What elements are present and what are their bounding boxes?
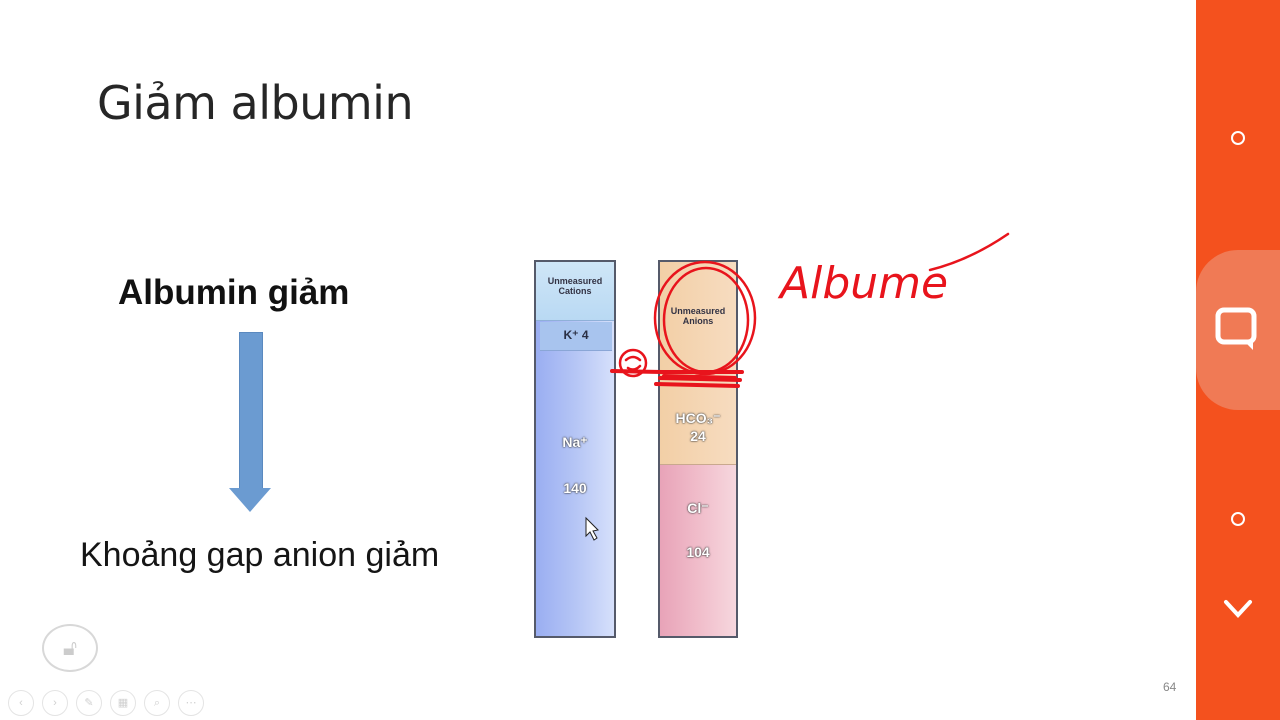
unmeasured-anions-label: Unmeasured Anions xyxy=(670,306,726,326)
albume-handwriting: Albume xyxy=(777,258,948,309)
unlock-icon[interactable]: 🔓︎ xyxy=(42,624,98,672)
more-icon[interactable]: ⋯ xyxy=(178,690,204,716)
circle-icon[interactable] xyxy=(1196,131,1280,145)
potassium-label: K⁺ 4 xyxy=(563,328,589,342)
next-icon[interactable]: › xyxy=(42,690,68,716)
unmeasured-anions-block: Unmeasured Anions HCO₃⁻ 24 xyxy=(660,262,736,465)
circle-mark-2 xyxy=(662,266,750,374)
circle-icon[interactable] xyxy=(1196,512,1280,526)
sidebar-active-highlight xyxy=(1196,250,1280,410)
slides-icon[interactable]: ▦ xyxy=(110,690,136,716)
pen-icon[interactable]: ✎ xyxy=(76,690,102,716)
zoom-icon[interactable]: ⌕ xyxy=(144,690,170,716)
anion-gap-label: Khoảng gap anion giảm xyxy=(80,536,440,574)
ink-annotation: Albume xyxy=(585,232,1010,541)
bicarbonate-value: 24 xyxy=(690,428,706,444)
strike-mark xyxy=(610,369,744,388)
circle-mark xyxy=(653,260,757,376)
down-arrow-icon xyxy=(229,488,271,512)
potassium-block: K⁺ 4 xyxy=(540,322,612,351)
mouse-cursor-icon xyxy=(585,516,600,541)
slide-title: Giảm albumin xyxy=(97,76,414,130)
chevron-down-icon[interactable] xyxy=(1223,598,1253,620)
bicarbonate-label: HCO₃⁻ xyxy=(675,410,721,426)
albumin-decrease-label: Albumin giảm xyxy=(118,273,350,312)
anion-column: Unmeasured Anions HCO₃⁻ 24 Cl⁻ 104 xyxy=(658,260,738,638)
chloride-value: 104 xyxy=(686,544,710,560)
sodium-label: Na⁺ xyxy=(562,434,588,450)
chloride-label: Cl⁻ xyxy=(687,500,709,516)
small-circle-mark xyxy=(618,348,648,378)
page-number: 64 xyxy=(1163,680,1177,694)
chat-icon[interactable] xyxy=(1213,306,1263,352)
slide-canvas: Giảm albumin Albumin giảm Khoảng gap ani… xyxy=(8,76,1177,716)
presenter-toolbar: ‹ › ✎ ▦ ⌕ ⋯ xyxy=(8,690,204,716)
cation-column: Unmeasured Cations K⁺ 4 Na⁺ 140 xyxy=(534,260,616,638)
sodium-value: 140 xyxy=(563,480,587,496)
unmeasured-cations-label: Unmeasured Cations xyxy=(547,276,603,296)
down-arrow-shaft xyxy=(239,332,263,492)
unmeasured-cations-block: Unmeasured Cations xyxy=(536,262,614,321)
prev-icon[interactable]: ‹ xyxy=(8,690,34,716)
